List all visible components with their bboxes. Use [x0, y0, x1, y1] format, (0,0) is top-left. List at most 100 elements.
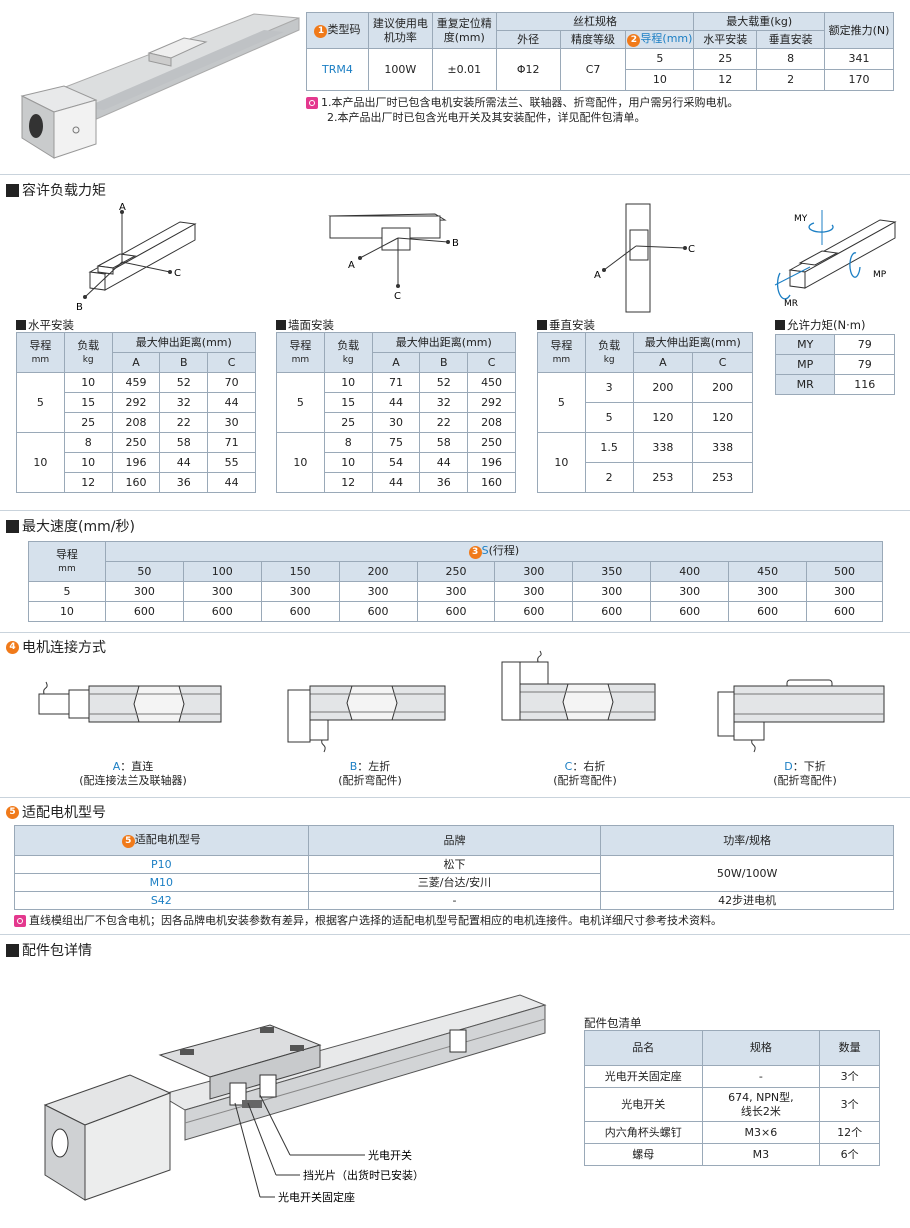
svg-text:C: C — [688, 244, 695, 255]
speed-cell: 300 — [494, 581, 574, 602]
svg-text:A: A — [594, 270, 601, 281]
cell-load-h: 12 — [693, 69, 758, 91]
speed-cell: 600 — [728, 601, 808, 622]
speed-cell: 300 — [338, 581, 418, 602]
cell-grade: C7 — [559, 48, 627, 91]
section-title-load: 容许负载力矩 — [6, 180, 106, 200]
speed-cell: 600 — [104, 601, 184, 622]
cell-accuracy: ±0.01 — [431, 48, 497, 91]
speed-cell: 600 — [494, 601, 574, 622]
callout-sensor: 光电开关 — [368, 1148, 412, 1162]
motor-note: 直线模组出厂不包含电机；因各品牌电机安装参数有差异，根据客户选择的适配电机型号配… — [14, 913, 722, 928]
speed-cell: 300 — [260, 581, 340, 602]
speed-cell: 300 — [182, 581, 262, 602]
stroke-header: 50 — [104, 561, 184, 582]
header-precision-grade: 精度等级 — [559, 30, 627, 49]
product-image — [20, 13, 300, 159]
header-vertical: 垂直安装 — [756, 30, 826, 49]
section-title-speed: 最大速度(mm/秒) — [6, 516, 135, 536]
speed-cell: 300 — [572, 581, 652, 602]
stroke-header: 200 — [338, 561, 418, 582]
svg-text:B: B — [76, 302, 83, 312]
warning-icon — [14, 915, 26, 927]
speed-cell: 600 — [650, 601, 730, 622]
divider — [0, 934, 910, 935]
connection-c-drawing — [501, 650, 656, 721]
subtitle-moment: 允许力矩(N·m) — [775, 317, 865, 333]
divider — [0, 797, 910, 798]
svg-text:MY: MY — [794, 214, 808, 224]
speed-cell: 600 — [338, 601, 418, 622]
kit-drawing: 光电开关 挡光片（出货时已安装） 光电开关固定座 — [43, 994, 547, 1204]
cell-lead: 10 — [625, 69, 695, 91]
header-repeat-accuracy: 重复定位精度(mm) — [431, 12, 497, 49]
speed-cell: 300 — [416, 581, 496, 602]
stroke-header: 300 — [494, 561, 574, 582]
subtitle-wall: 墙面安装 — [276, 317, 334, 333]
connection-d: D：下折(配折弯配件) — [773, 760, 837, 787]
connection-a: A：直连(配连接法兰及联轴器) — [79, 760, 187, 787]
stroke-header: 500 — [806, 561, 883, 582]
header-motor-power: 建议使用电机功率 — [367, 12, 433, 49]
cell-load-v: 2 — [756, 69, 826, 91]
header-horizontal: 水平安装 — [693, 30, 758, 49]
svg-text:MP: MP — [873, 270, 887, 280]
note-icon — [306, 97, 318, 109]
header-max-load: 最大载重(kg) — [693, 12, 826, 31]
svg-text:C: C — [394, 291, 401, 302]
connection-b: B：左折(配折弯配件) — [338, 760, 402, 787]
diagram-horizontal: A B C — [76, 202, 197, 312]
connection-a-drawing — [38, 681, 222, 723]
cell-dia: Φ12 — [495, 48, 561, 91]
callout-sensor-bracket: 光电开关固定座 — [278, 1190, 355, 1204]
stroke-header: 350 — [572, 561, 652, 582]
spec-note-2: 2.本产品出厂时已包含光电开关及其安装配件，详见配件包清单。 — [327, 111, 646, 124]
stroke-header: 150 — [260, 561, 340, 582]
section-title-kit: 配件包详情 — [6, 940, 92, 960]
speed-cell: 600 — [260, 601, 340, 622]
callout-shutter: 挡光片（出货时已安装） — [303, 1168, 424, 1182]
speed-cell: 600 — [806, 601, 883, 622]
svg-text:A: A — [119, 202, 126, 213]
header-screw-spec: 丝杠规格 — [495, 12, 695, 31]
stroke-header: 400 — [650, 561, 730, 582]
header-outer-dia: 外径 — [495, 30, 561, 49]
cell-power: 100W — [367, 48, 433, 91]
divider — [0, 510, 910, 511]
spec-note-1: 1.本产品出厂时已包含电机安装所需法兰、联轴器、折弯配件，用户需另行采购电机。 — [306, 95, 739, 110]
kit-list-title: 配件包清单 — [584, 1016, 642, 1030]
speed-cell: 600 — [182, 601, 262, 622]
connection-d-drawing — [717, 679, 885, 753]
divider — [0, 632, 910, 633]
svg-text:B: B — [452, 238, 459, 249]
svg-text:C: C — [174, 268, 181, 279]
divider — [0, 174, 910, 175]
connection-b-drawing — [287, 685, 446, 753]
speed-cell: 300 — [104, 581, 184, 602]
cell-thrust: 170 — [824, 69, 894, 91]
speed-cell: 600 — [572, 601, 652, 622]
diagram-vertical: C A — [594, 203, 695, 313]
subtitle-horizontal: 水平安装 — [16, 317, 74, 333]
header-rated-thrust: 额定推力(N) — [824, 12, 894, 49]
stroke-header: 250 — [416, 561, 496, 582]
cell-type: TRM4 — [306, 48, 369, 91]
speed-cell: 600 — [416, 601, 496, 622]
subtitle-vertical: 垂直安装 — [537, 317, 595, 333]
svg-text:MR: MR — [784, 299, 798, 309]
svg-text:A: A — [348, 260, 355, 271]
cell-load-h: 25 — [693, 48, 758, 70]
cell-load-v: 8 — [756, 48, 826, 70]
